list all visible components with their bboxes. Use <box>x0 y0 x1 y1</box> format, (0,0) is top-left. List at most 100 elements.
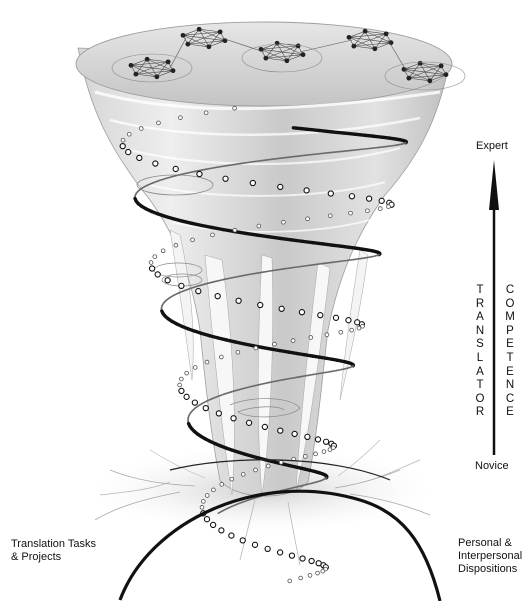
bead <box>203 406 208 411</box>
vertical-letter: C <box>506 393 514 407</box>
bead <box>306 217 310 221</box>
bead <box>184 394 189 399</box>
bead <box>288 579 292 583</box>
vertical-letter: P <box>506 325 514 339</box>
bead <box>305 434 310 439</box>
bead <box>241 472 245 476</box>
helix-segment <box>386 146 392 147</box>
bead <box>257 224 261 228</box>
vertical-letter: R <box>476 298 484 312</box>
bead <box>366 209 370 213</box>
bead <box>314 452 318 456</box>
bead <box>121 138 125 142</box>
bead <box>333 315 338 320</box>
bead <box>155 272 160 277</box>
bead <box>279 460 283 464</box>
helix-segment <box>351 149 361 150</box>
bead <box>240 538 245 543</box>
novice-label: Novice <box>475 460 509 473</box>
helix-segment <box>246 233 258 235</box>
bead <box>322 450 326 454</box>
network-node <box>384 31 389 36</box>
bead <box>325 333 329 337</box>
bead <box>289 553 294 558</box>
helix-segment <box>340 150 351 151</box>
bead <box>157 121 161 125</box>
bead <box>278 184 283 189</box>
vertical-letter: T <box>506 352 513 366</box>
bead <box>350 328 354 332</box>
network-node <box>418 61 423 66</box>
vertical-letter: A <box>476 311 484 325</box>
helix-segment <box>293 128 306 129</box>
helix-segment <box>320 372 326 373</box>
bead <box>258 302 263 307</box>
vertical-letter: A <box>476 366 484 380</box>
bead <box>254 346 258 350</box>
bead <box>127 132 131 136</box>
bead <box>292 431 297 436</box>
bead <box>303 454 307 458</box>
bead <box>219 528 224 533</box>
bead <box>308 574 312 578</box>
network-node <box>427 78 432 83</box>
vertical-letter: T <box>476 379 483 393</box>
bead <box>201 499 205 503</box>
helix-segment <box>332 132 344 133</box>
bead <box>231 416 236 421</box>
vertical-letter: O <box>476 393 485 407</box>
dispositions-label: Personal & Interpersonal Dispositions <box>458 537 528 576</box>
bead <box>126 149 131 154</box>
network-node <box>206 44 211 49</box>
bead <box>204 111 208 115</box>
network-node <box>171 68 176 73</box>
network-node <box>363 29 368 34</box>
bead <box>185 371 189 375</box>
bead <box>318 313 323 318</box>
helix-segment <box>361 148 370 149</box>
bead <box>316 571 320 575</box>
bead <box>212 488 216 492</box>
bead <box>223 176 228 181</box>
bead <box>246 420 251 425</box>
bead <box>196 289 201 294</box>
bead <box>252 542 257 547</box>
bead <box>299 576 303 580</box>
bead <box>229 533 234 538</box>
network-node <box>372 46 377 51</box>
bead <box>178 383 182 387</box>
network-node <box>284 58 289 63</box>
dispositions-text: Personal & Interpersonal Dispositions <box>458 537 522 575</box>
bead <box>153 255 157 259</box>
helix-segment <box>320 131 332 132</box>
bead <box>328 448 332 452</box>
vertical-letter: S <box>476 338 484 352</box>
bead <box>149 261 153 265</box>
bead <box>309 336 313 340</box>
bead <box>233 228 237 232</box>
network-node <box>181 33 186 38</box>
network-node <box>406 76 411 81</box>
vertical-letter: N <box>506 379 514 393</box>
vertical-letter: O <box>506 298 515 312</box>
bead <box>349 211 353 215</box>
vertical-letter: E <box>506 406 514 420</box>
network-node <box>347 35 352 40</box>
network-node <box>133 72 138 77</box>
helix-segment <box>348 259 355 260</box>
bead <box>215 294 220 299</box>
network-node <box>275 41 280 46</box>
helix-segment <box>361 258 366 259</box>
bead <box>219 355 223 359</box>
bead <box>179 377 183 381</box>
bead <box>279 306 284 311</box>
bead <box>220 482 224 486</box>
bead <box>153 161 158 166</box>
network-node <box>351 44 356 49</box>
bead <box>179 388 184 393</box>
bead <box>192 400 197 405</box>
bead <box>191 238 195 242</box>
bead <box>357 326 361 330</box>
